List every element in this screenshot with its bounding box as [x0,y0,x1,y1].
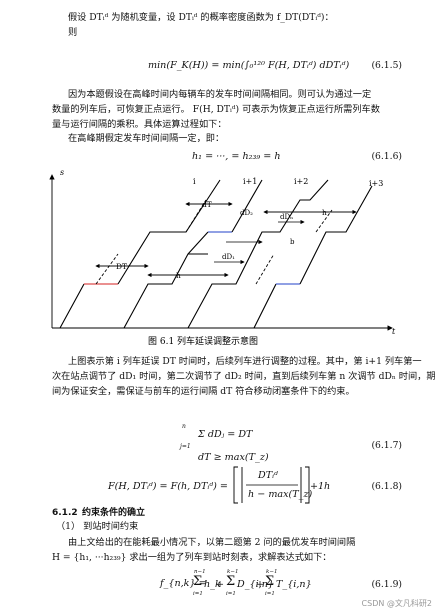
sum-3-bottom: i=1 [265,591,275,597]
para-2-line-1: 因为本题假设在高峰时间内每辆车的发车时间间隔相同。则可认为通过一定 [68,89,372,100]
para-1-line-2: 则 [68,27,78,38]
equation-number-6-1-9: (6.1.9) [371,579,402,590]
subsection-1: （1） 到站时间约束 [56,521,139,532]
train-line-i [59,179,221,329]
equation-6-1-7-line-1: Σ dDⱼ = DT [198,429,253,440]
label-b: b [290,238,295,246]
sum-top-6-1-7: n [182,423,186,430]
equation-6-1-9-lhs: f_{n,k} = [160,578,207,589]
sum-2-top: k−1 [227,569,239,575]
para-3-line-3: 间为保证安全，需保证与前车的运行间隔 dT 符合移动闭塞条件下的约束。 [52,386,355,397]
sum-1-term: h_k [204,579,221,590]
watermark: CSDN @文凡科研2 [361,599,432,608]
train-line-i1 [123,179,263,329]
train-label-i2: i+2 [294,177,308,186]
label-dd1: dD₁ [222,253,235,261]
label-h-2: h [322,208,327,217]
equation-6-1-8-h: h [324,481,331,492]
sum-1-sigma: Σ [193,574,203,589]
equation-6-1-5: min(F_K(H)) = min(∫₀¹²⁰ F(H, DTᵢᵈ) dDTᵢᵈ… [148,60,350,71]
label-dt-1: DT [116,262,127,271]
figure-caption: 图 6.1 列车延误调整示意图 [148,335,258,347]
label-ddn: dDₙ [280,213,293,221]
plus-1: + [216,579,225,590]
equation-6-1-8-lhs: F(H, DTᵢᵈ) = F(h, DTᵢᵈ) = [108,481,228,492]
para-3-line-2: 次在站点调节了 dD₁ 时间，第二次调节了 dD₂ 时间，直到后续列车第 n 次… [52,371,436,382]
train-label-i1: i+1 [243,177,257,186]
sum-3-sigma: Σ [265,574,275,589]
section-number: 6.1.2 [52,508,78,518]
para-2-line-2: 数量的列车后，可恢复正点运行。 F(H, DTᵢᵈ) 可表示为恢复正点运行所需列… [52,104,380,115]
train-label-i3: i+3 [369,179,383,188]
plus-2: + [256,579,265,590]
sum-2-term: D_{i,n} [237,579,274,590]
para-4-line-2: H = {h₁, ···h₂₃₉} 求出一组为了列车到站时刻表，求解表达式如下： [52,552,332,563]
sum-3-top: k−1 [266,569,278,575]
para-4-line-1: 由上文给出的在能耗最小情况下，以第二题第 2 问的最优发车时间间隔 [68,537,356,548]
equation-6-1-6: h₁ = ···, = h₂₃₉ = h [192,151,281,162]
label-dd2: dD₂ [240,209,253,217]
sum-3-term: T_{i,n} [276,579,312,590]
sum-1-top: n−1 [194,569,206,575]
x-axis-label: t [392,327,396,336]
train-line-i2 [187,179,329,329]
label-dt-2: dT [202,200,212,209]
equation-6-1-7-line-2: dT ≥ max(T_z) [198,452,269,463]
section-title: 约束条件的确立 [82,508,146,518]
para-3-line-1: 上图表示第 i 列车延误 DT 时间时，后续列车进行调整的过程。其中，第 i+1… [68,356,422,367]
sum-1-bottom: i=1 [193,591,203,597]
equation-number-6-1-5: (6.1.5) [371,60,402,71]
para-2-line-4: 在高峰期假定发车时间间隔一定，即： [68,133,225,144]
train-label-i: i [193,177,196,186]
delayed-path-dashed [95,199,333,285]
para-2-line-3: 量与运行间隔的乘积。具体运算过程如下： [52,119,227,130]
equation-number-6-1-8: (6.1.8) [371,481,402,492]
equation-number-6-1-7: (6.1.7) [371,440,402,451]
sum-2-bottom: i=1 [226,591,236,597]
label-h-1: h [176,271,181,280]
equation-number-6-1-6: (6.1.6) [371,151,402,162]
sum-bottom-6-1-7: j=1 [180,443,191,450]
equation-6-1-8-numerator: DTᵢᵈ [258,470,278,481]
sum-2-sigma: Σ [226,574,236,589]
equation-6-1-8-denominator: h − max(T_z) [248,489,313,500]
para-1-line-1: 假设 DTᵢᵈ 为随机变量，设 DTᵢᵈ 的概率密度函数为 f_DT(DTᵢᵈ)… [68,12,334,23]
y-axis-label: s [60,168,64,177]
equation-6-1-8-plus-one: +1 [310,481,325,492]
dimension-arrows [95,201,357,278]
train-line-i3 [253,185,373,329]
